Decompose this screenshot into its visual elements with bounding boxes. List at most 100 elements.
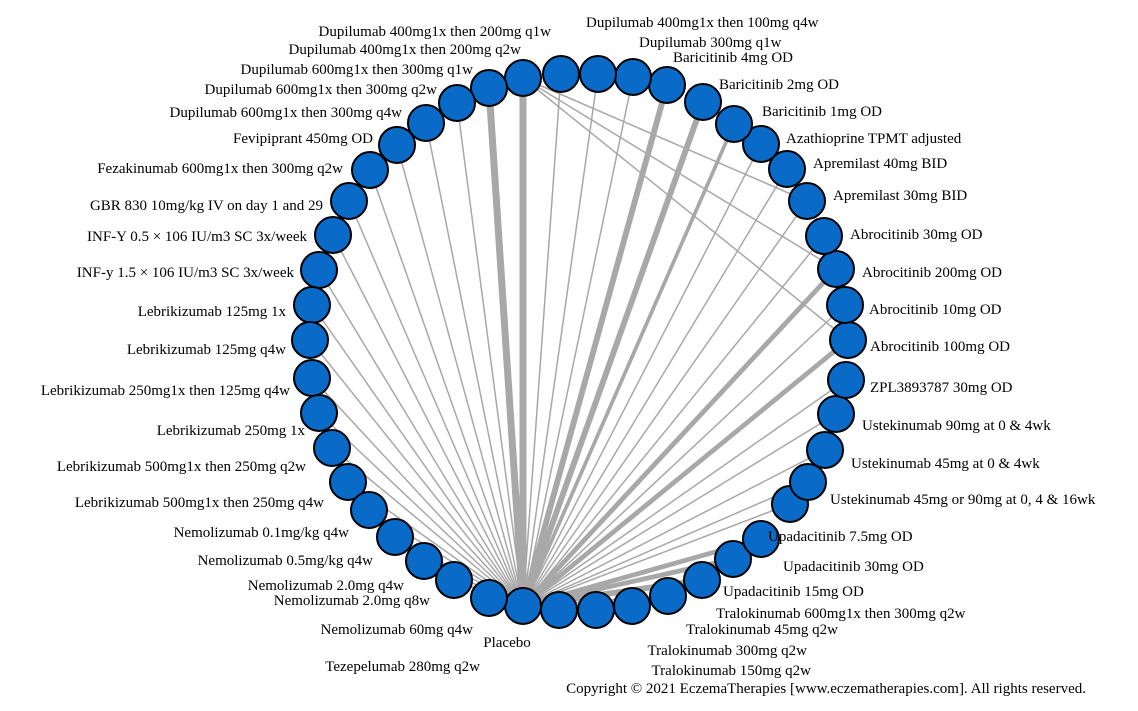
node-label: Apremilast 40mg BID bbox=[813, 156, 947, 172]
edge bbox=[522, 413, 837, 607]
edge bbox=[522, 77, 849, 341]
node-label: Ustekinumab 45mg at 0 & 4wk bbox=[851, 456, 1040, 472]
node-label: Tralokinumab 300mg q2w bbox=[648, 643, 808, 659]
treatment-node bbox=[291, 321, 329, 359]
node-label: Tezepelumab 280mg q2w bbox=[325, 659, 480, 675]
treatment-node bbox=[805, 217, 843, 255]
node-label: GBR 830 10mg/kg IV on day 1 and 29 bbox=[90, 198, 323, 214]
edge bbox=[318, 269, 524, 607]
treatment-node bbox=[438, 84, 476, 122]
edge bbox=[520, 101, 706, 607]
treatment-node bbox=[314, 216, 352, 254]
edge bbox=[522, 73, 599, 607]
edge bbox=[521, 267, 838, 608]
node-label: Abrocitinib 100mg OD bbox=[870, 339, 1010, 355]
nodes-layer bbox=[291, 55, 867, 629]
treatment-node bbox=[540, 591, 578, 629]
edge bbox=[522, 379, 847, 607]
treatment-node bbox=[714, 540, 752, 578]
treatment-node bbox=[683, 561, 721, 599]
node-label: Fevipiprant 450mg OD bbox=[233, 131, 373, 147]
edge bbox=[332, 234, 524, 607]
edge bbox=[456, 102, 524, 607]
treatment-node bbox=[435, 561, 473, 599]
node-label: Lebrikizumab 250mg1x then 125mg q4w bbox=[41, 383, 290, 399]
edge bbox=[521, 123, 736, 607]
treatment-node bbox=[504, 59, 542, 97]
treatment-node bbox=[300, 251, 338, 289]
treatment-node bbox=[806, 431, 844, 469]
node-label: Nemolizumab 60mg q4w bbox=[321, 622, 474, 638]
treatment-node bbox=[542, 55, 580, 93]
treatment-node bbox=[829, 321, 867, 359]
treatment-node bbox=[817, 250, 855, 288]
edge bbox=[396, 144, 524, 607]
treatment-node bbox=[742, 125, 780, 163]
treatment-node bbox=[378, 126, 416, 164]
treatment-node bbox=[715, 105, 753, 143]
node-label: Ustekinumab 45mg or 90mg at 0, 4 & 16wk bbox=[830, 492, 1096, 508]
treatment-node bbox=[579, 55, 617, 93]
edge bbox=[369, 169, 524, 607]
node-label: Lebrikizumab 250mg 1x bbox=[157, 423, 306, 439]
edge bbox=[522, 168, 788, 607]
node-label: Fezakinumab 600mg1x then 300mg q2w bbox=[97, 161, 343, 177]
edge bbox=[485, 87, 527, 607]
treatment-node bbox=[407, 104, 445, 142]
node-label: Dupilumab 300mg q1w bbox=[639, 35, 782, 51]
edge bbox=[522, 481, 809, 607]
treatment-node bbox=[789, 463, 827, 501]
treatment-node bbox=[329, 463, 367, 501]
edge bbox=[425, 122, 524, 607]
node-label: Lebrikizumab 500mg1x then 250mg q2w bbox=[57, 459, 306, 475]
treatment-node bbox=[649, 577, 687, 615]
edge bbox=[522, 77, 808, 202]
edge bbox=[522, 235, 825, 607]
node-label: Azathioprine TPMT adjusted bbox=[786, 131, 962, 147]
edge bbox=[522, 449, 826, 607]
treatment-node bbox=[613, 587, 651, 625]
node-label: Dupilumab 400mg1x then 200mg q2w bbox=[289, 42, 522, 58]
node-label: Tralokinumab 600mg1x then 300mg q2w bbox=[716, 606, 966, 622]
treatment-node bbox=[742, 520, 780, 558]
node-label: Lebrikizumab 500mg1x then 250mg q4w bbox=[75, 495, 324, 511]
treatment-node bbox=[504, 587, 542, 625]
node-label: Abrocitinib 200mg OD bbox=[862, 265, 1002, 281]
edge bbox=[348, 200, 524, 607]
node-label: Nemolizumab 0.5mg/kg q4w bbox=[198, 553, 374, 569]
node-label: ZPL3893787 30mg OD bbox=[870, 380, 1013, 396]
node-label: Dupilumab 600mg1x then 300mg q2w bbox=[205, 82, 438, 98]
edge bbox=[522, 503, 791, 607]
copyright-notice: Copyright © 2021 EczemaTherapies [www.ec… bbox=[566, 681, 1086, 697]
edge bbox=[522, 77, 837, 270]
treatment-node bbox=[470, 69, 508, 107]
node-label: INF-Y 0.5 × 106 IU/m3 SC 3x/week bbox=[87, 229, 307, 245]
treatment-node bbox=[293, 359, 331, 397]
edge bbox=[522, 73, 562, 607]
node-label: Baricitinib 1mg OD bbox=[762, 104, 882, 120]
node-label: Dupilumab 600mg1x then 300mg q4w bbox=[170, 105, 403, 121]
treatment-node bbox=[470, 579, 508, 617]
treatment-node bbox=[827, 361, 865, 399]
edge bbox=[522, 143, 762, 607]
node-label: Dupilumab 400mg1x then 200mg q1w bbox=[319, 24, 552, 40]
node-label: Baricitinib 2mg OD bbox=[719, 77, 839, 93]
edge bbox=[309, 339, 524, 607]
treatment-node bbox=[826, 286, 864, 324]
treatment-node bbox=[330, 182, 368, 220]
node-label: Dupilumab 600mg1x then 300mg q1w bbox=[241, 62, 474, 78]
treatment-node bbox=[351, 151, 389, 189]
treatment-node bbox=[614, 58, 652, 96]
node-label: Tralokinumab 150mg q2w bbox=[652, 663, 812, 679]
treatment-node bbox=[817, 395, 855, 433]
node-label: Nemolizumab 2.0mg q4w bbox=[248, 578, 404, 594]
node-label: Nemolizumab 0.1mg/kg q4w bbox=[174, 525, 350, 541]
edge bbox=[311, 377, 524, 607]
node-label: Lebrikizumab 125mg q4w bbox=[127, 342, 286, 358]
node-label: Baricitinib 4mg OD bbox=[673, 50, 793, 66]
edge bbox=[522, 304, 846, 607]
treatment-node bbox=[293, 286, 331, 324]
treatment-node bbox=[648, 66, 686, 104]
